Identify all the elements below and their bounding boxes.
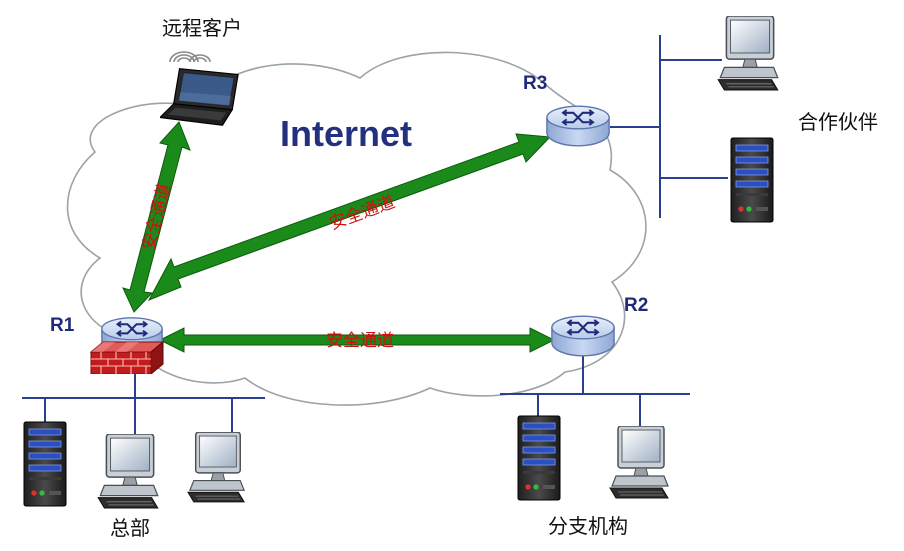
router-icon (550, 315, 616, 357)
laptop-icon (160, 68, 239, 126)
router-label-r3: R3 (523, 73, 548, 94)
headquarters-label: 总部 (110, 516, 150, 540)
router-label-r2: R2 (624, 295, 649, 316)
server-icon (730, 137, 774, 223)
router-label-r1: R1 (50, 315, 75, 336)
desktop-icon (187, 432, 245, 503)
remote-client-label: 远程客户 (162, 16, 242, 40)
desktop-icon (717, 16, 779, 91)
lan-lines (22, 35, 728, 440)
desktop-icon (609, 426, 669, 499)
tunnel-label-r2: 安全通道 (326, 331, 394, 351)
server-icon (517, 415, 561, 501)
server-icon (23, 421, 67, 507)
tunnel-r1-remote (122, 121, 191, 313)
router-icon (545, 105, 611, 147)
firewall-icon (90, 341, 164, 374)
partner-label: 合作伙伴 (798, 110, 878, 134)
wifi-icon (169, 51, 211, 63)
remote-client-device (160, 51, 239, 126)
branch-label: 分支机构 (548, 514, 628, 538)
desktop-icon (97, 434, 159, 509)
internet-label: Internet (280, 113, 413, 154)
